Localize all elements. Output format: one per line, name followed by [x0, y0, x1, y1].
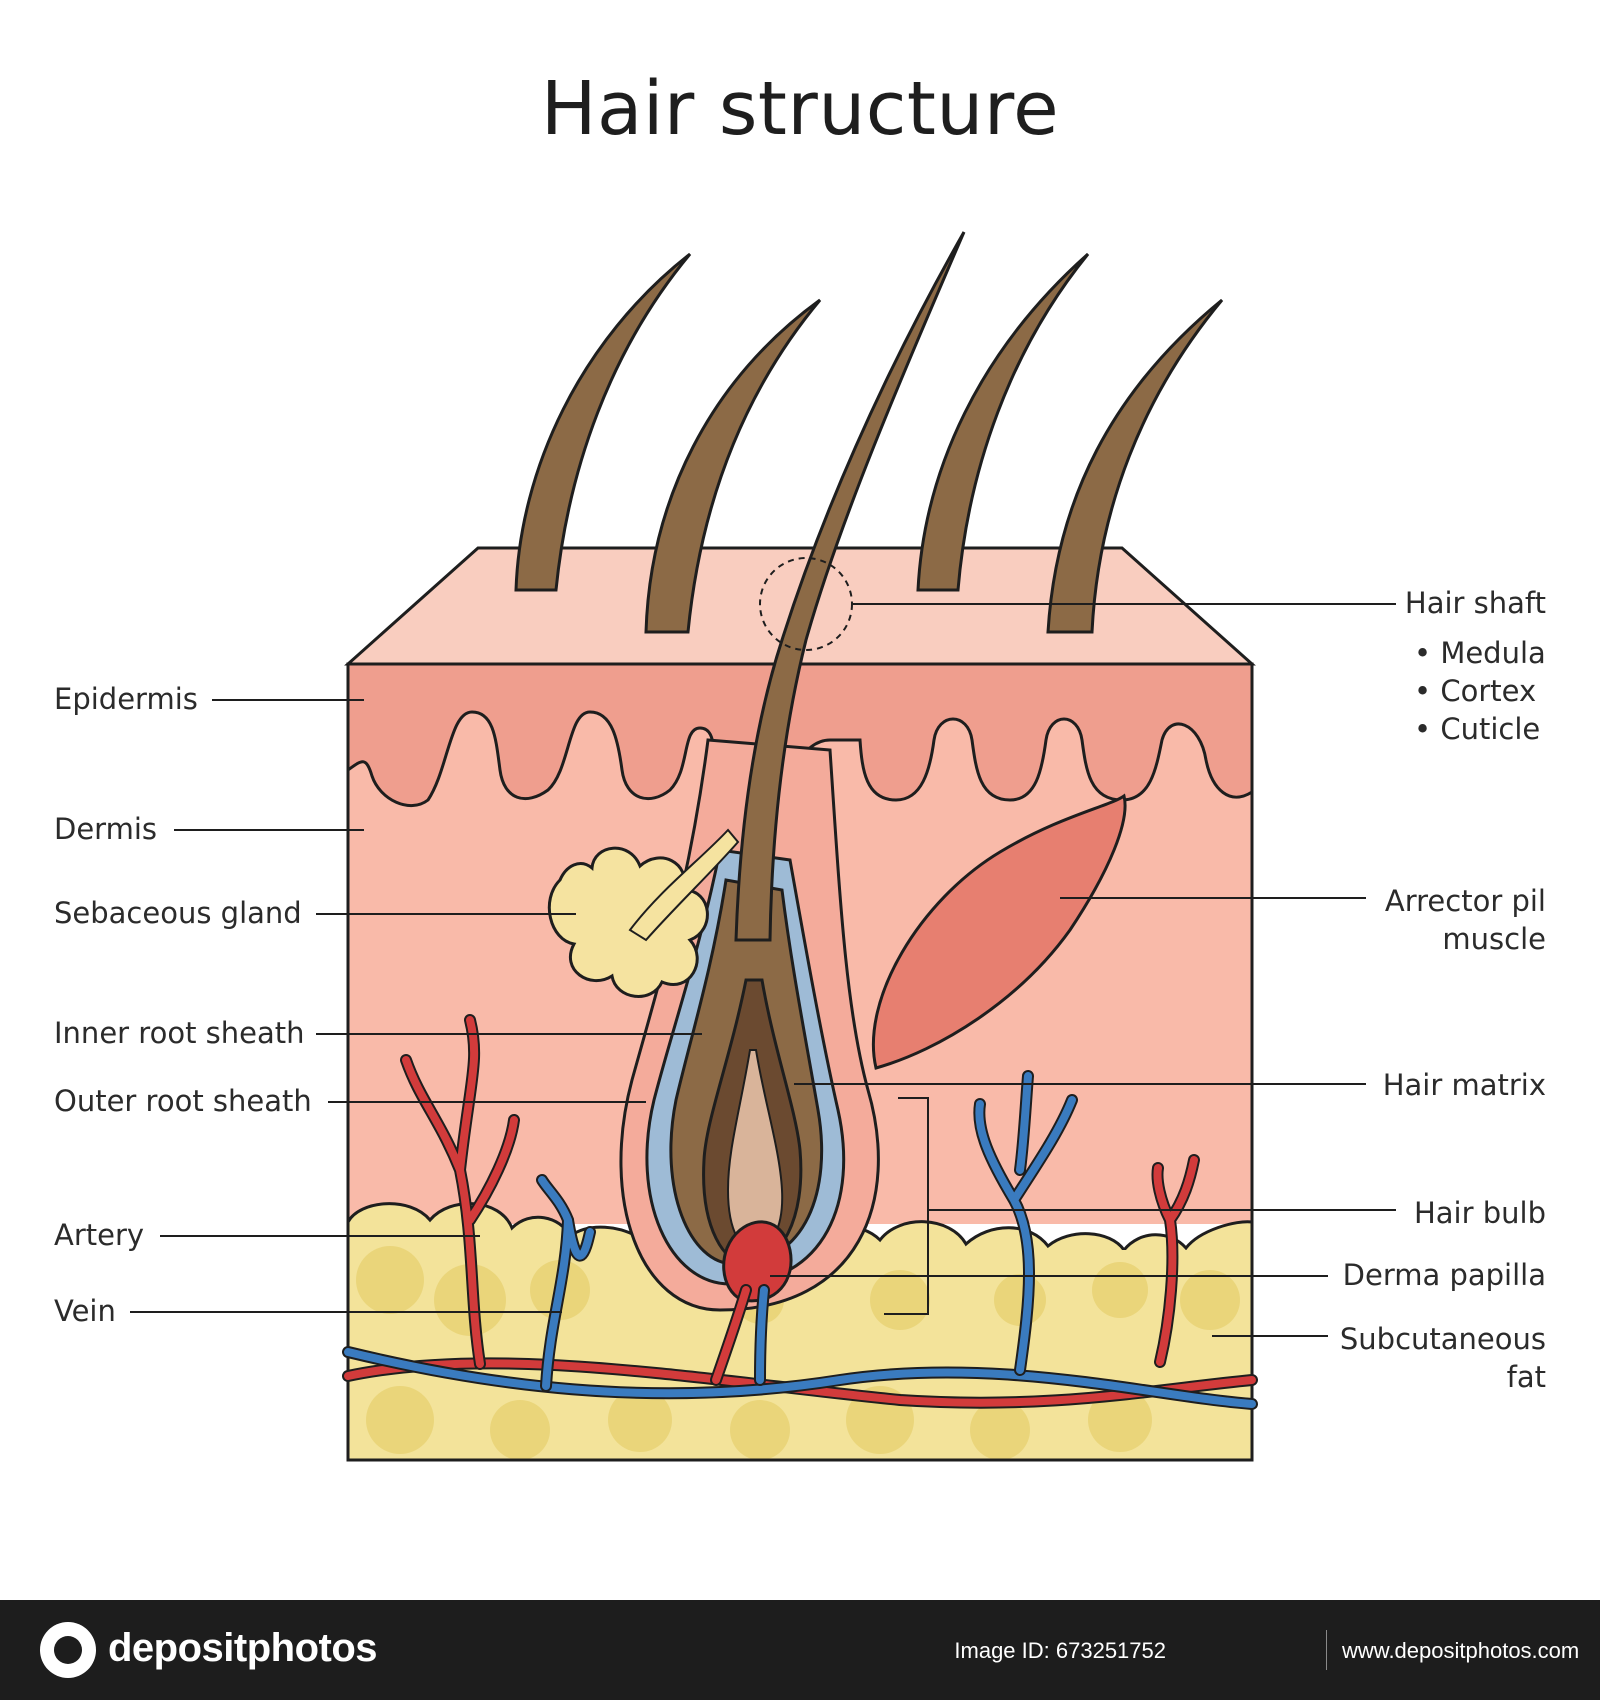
label-cortex: • Cortex: [1414, 674, 1537, 708]
derma-papilla: [722, 1220, 793, 1303]
label-outer-root-sheath: Outer root sheath: [54, 1084, 312, 1118]
label-vein: Vein: [54, 1294, 116, 1328]
label-hair-matrix: Hair matrix: [1382, 1068, 1546, 1102]
label-inner-root-sheath: Inner root sheath: [54, 1016, 305, 1050]
blood-vessels: [342, 1014, 1258, 1410]
main-hair-shaft: [734, 231, 966, 942]
label-arrector-pili-2: muscle: [1442, 922, 1546, 956]
label-derma-papilla: Derma papilla: [1342, 1258, 1546, 1292]
arrector-pili-muscle: [871, 793, 1127, 1070]
sebaceous-duct: [628, 828, 740, 942]
label-dermis: Dermis: [54, 812, 158, 846]
footer-image-id: Image ID: 673251752: [954, 1638, 1166, 1663]
footer-brand[interactable]: depositphotos: [108, 1626, 378, 1670]
label-arrector-pili-1: Arrector pil: [1384, 884, 1546, 918]
skin-block-outline: [346, 664, 1254, 1462]
surface-hairs: [514, 252, 1224, 634]
leader-lines: [130, 603, 1396, 1337]
page-title: Hair structure: [540, 66, 1060, 152]
depositphotos-logo-icon: [40, 1622, 96, 1678]
label-hair-shaft: Hair shaft: [1404, 586, 1546, 620]
footer-separator: [1326, 1630, 1327, 1670]
label-cuticle: • Cuticle: [1414, 712, 1541, 746]
label-hair-bulb: Hair bulb: [1413, 1196, 1546, 1230]
label-artery: Artery: [54, 1218, 145, 1252]
label-subcutaneous-1: Subcutaneous: [1339, 1322, 1546, 1356]
footer-site-link[interactable]: www.depositphotos.com: [1342, 1638, 1580, 1663]
label-medula: • Medula: [1414, 636, 1546, 670]
epidermis-layer: [346, 662, 1254, 808]
label-epidermis: Epidermis: [54, 682, 198, 716]
label-sebaceous-gland: Sebaceous gland: [54, 896, 302, 930]
sebaceous-gland: [547, 846, 709, 998]
label-subcutaneous-2: fat: [1506, 1360, 1546, 1394]
footer-bar: depositphotos Image ID: 673251752 www.de…: [0, 1600, 1600, 1700]
